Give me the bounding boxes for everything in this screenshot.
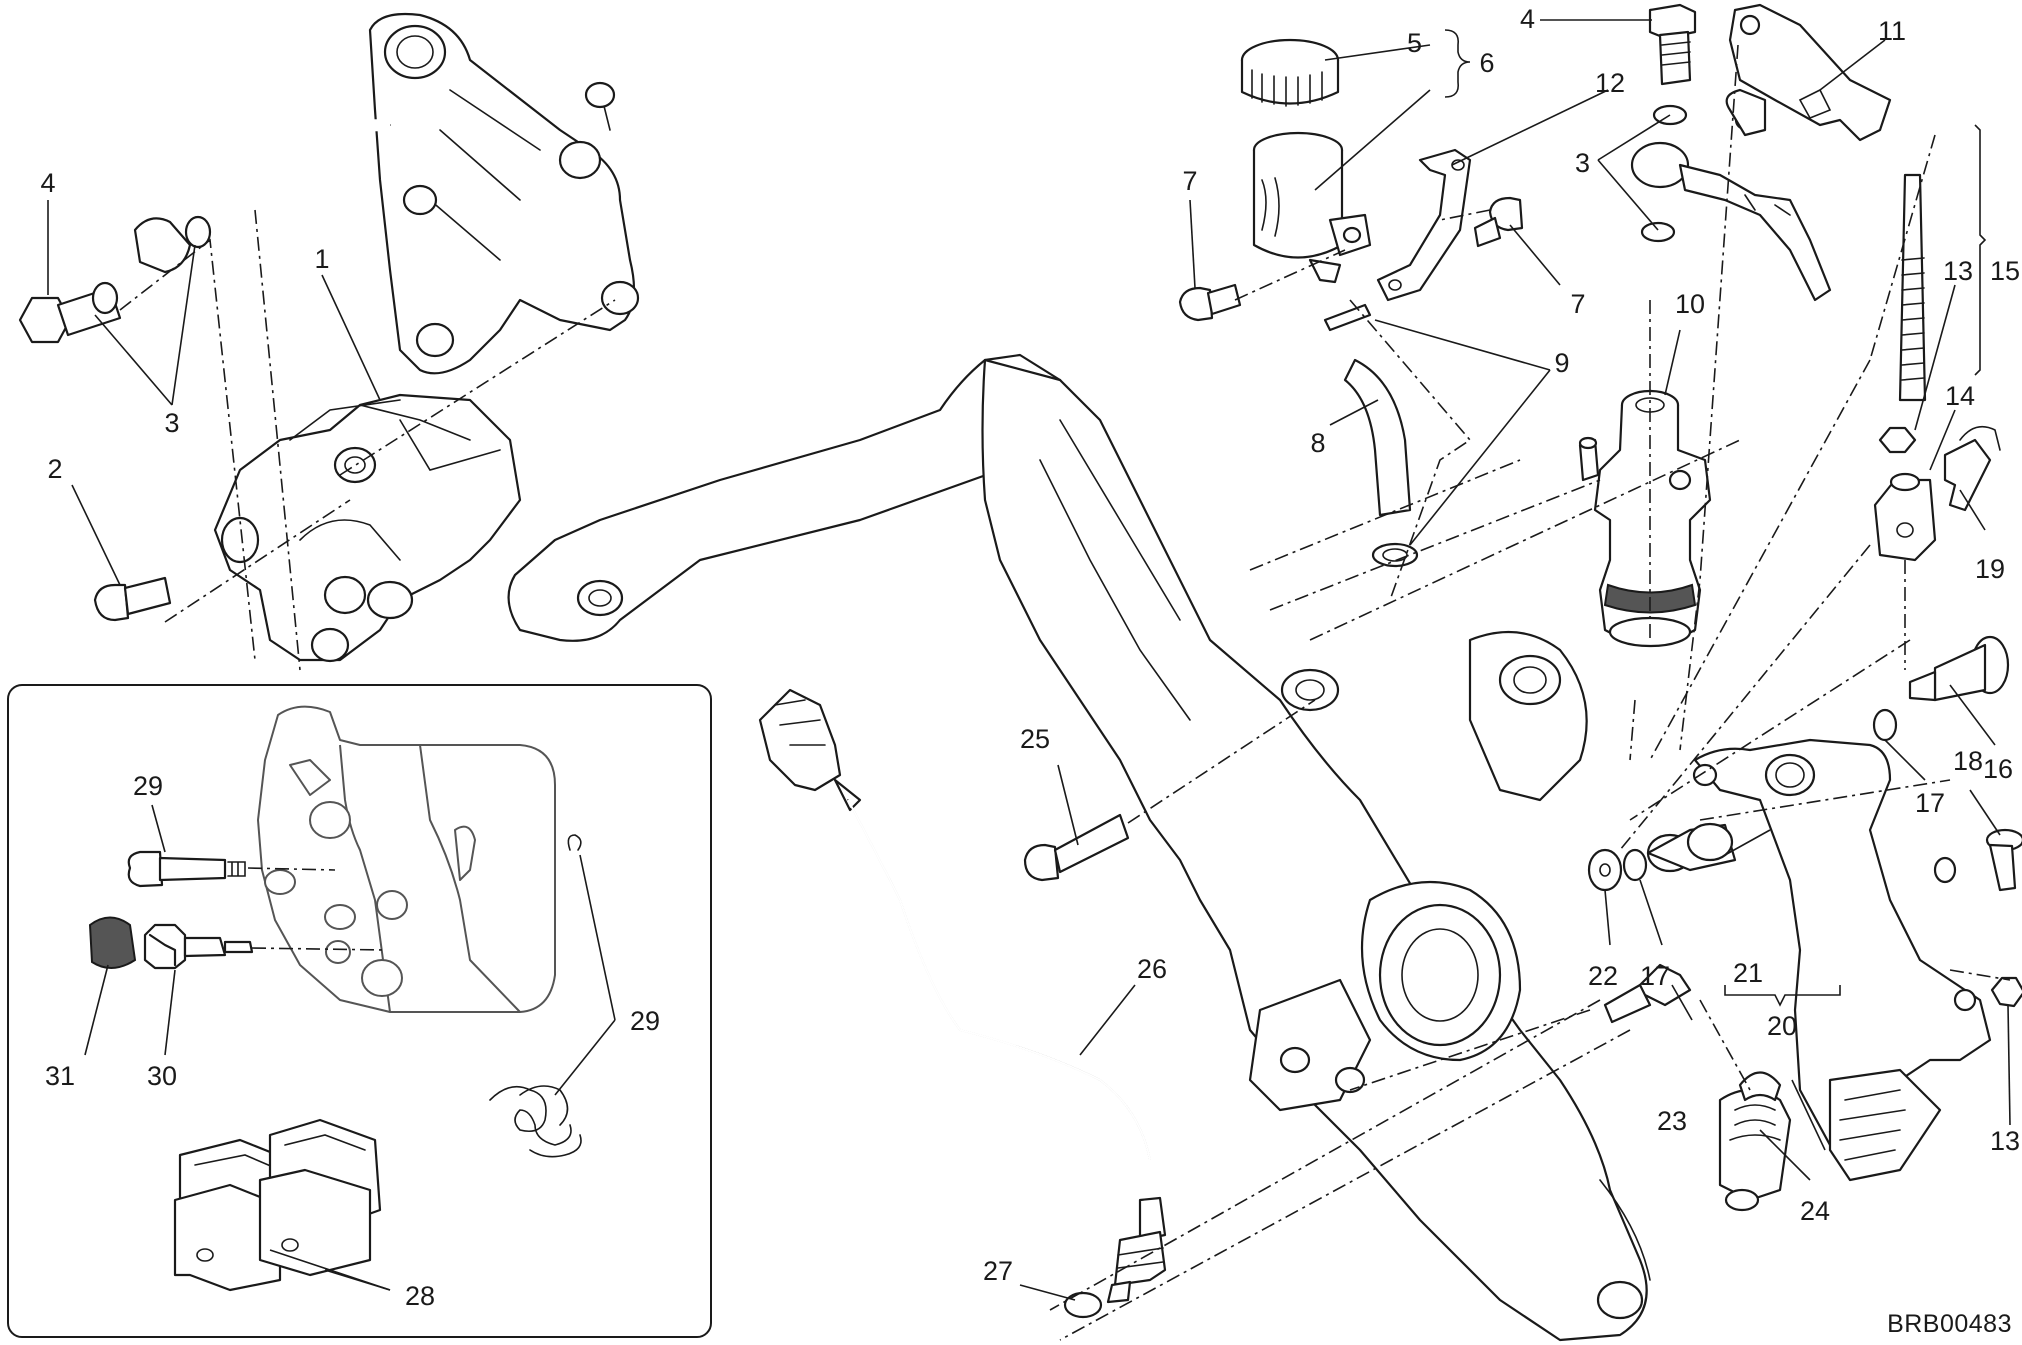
inset-leader-lines	[84, 804, 616, 1291]
caliper-bolt	[93, 576, 172, 622]
callout-label: 11	[1878, 16, 1906, 46]
callout-label: 17	[1640, 961, 1670, 991]
reservoir-screw-left	[1178, 283, 1242, 322]
callout-label: 12	[1595, 68, 1625, 98]
callout-label: 30	[147, 1061, 177, 1091]
callout-label: 6	[1479, 48, 1494, 78]
brace-20	[1724, 985, 1841, 1007]
brake-pedal	[1692, 738, 1992, 1182]
callout-label: 10	[1675, 289, 1705, 319]
callout-label: 14	[1945, 381, 1975, 411]
pedal-pivot-bolt	[1908, 635, 2010, 702]
reservoir-bracket	[1376, 148, 1472, 302]
callout-label: 3	[1575, 148, 1590, 178]
callout-label: 21	[1733, 958, 1763, 988]
callout-label: 19	[1975, 554, 2005, 584]
rear-brake-caliper	[213, 393, 522, 663]
speed-sensor	[758, 688, 1167, 1304]
clevis-pin-clip	[1943, 425, 2001, 512]
brake-fluid-reservoir	[1252, 131, 1372, 284]
swingarm	[507, 353, 1651, 1342]
assembly-lines	[119, 44, 2011, 1341]
rear-master-cylinder	[1578, 389, 1712, 648]
brace-15	[1974, 124, 1987, 376]
callout-label: 1	[314, 244, 329, 274]
caliper-bracket	[368, 12, 640, 375]
callout-label: 28	[405, 1281, 435, 1311]
detail-inset-frame	[7, 684, 712, 1338]
callout-label: 31	[45, 1061, 75, 1091]
reservoir-hose	[1343, 358, 1412, 517]
inset-assembly-lines	[247, 867, 386, 951]
callout-label: 2	[47, 454, 62, 484]
callout-label: 18	[1953, 746, 1983, 776]
callout-label: 16	[1983, 754, 2013, 784]
clevis	[1873, 472, 1937, 562]
callout-label: 13	[1943, 256, 1973, 286]
callout-label: 22	[1588, 961, 1618, 991]
callout-numbers: 1 2 3 4 5 6 7 7 8 9 10 11 12 4 3 13 15 1…	[40, 4, 2020, 1311]
callout-label: 13	[1990, 1126, 2020, 1156]
callout-label: 29	[133, 771, 163, 801]
pedal-pin	[1985, 828, 2022, 892]
callout-label: 4	[1520, 4, 1535, 34]
callout-label: 24	[1800, 1196, 1830, 1226]
pad-pin	[127, 850, 246, 888]
callout-label: 7	[1182, 166, 1197, 196]
inset-caliper	[257, 705, 556, 1013]
stop-light-switch	[1603, 963, 1692, 1024]
reservoir-screw-right	[1473, 196, 1524, 248]
bleed-screw-cap	[88, 916, 137, 969]
callout-label: 23	[1657, 1106, 1687, 1136]
pedal-bushing	[1646, 822, 1737, 873]
bleed-screw	[143, 923, 254, 970]
brake-pads	[173, 1118, 382, 1292]
callout-label: 4	[40, 168, 55, 198]
hose-clamp-upper	[1323, 303, 1372, 332]
callout-label: 25	[1020, 724, 1050, 754]
callout-label: 3	[164, 408, 179, 438]
reservoir-cap	[1240, 38, 1340, 107]
callout-label: 29	[630, 1006, 660, 1036]
brace-6	[1444, 29, 1471, 98]
hose-clamp-lower	[1371, 542, 1419, 568]
callout-label: 27	[983, 1256, 1013, 1286]
rod-nut	[1878, 426, 1917, 454]
banjo-fitting	[1630, 141, 1832, 302]
callout-label: 26	[1137, 954, 1167, 984]
callout-label: 9	[1554, 348, 1569, 378]
return-spring	[1718, 1071, 1792, 1212]
callout-label: 15	[1990, 256, 2020, 286]
drawing-code: BRB00483	[1887, 1310, 2012, 1338]
callout-label: 20	[1767, 1011, 1797, 1041]
banjo-bolt-right	[1648, 3, 1697, 86]
callout-label: 7	[1570, 289, 1585, 319]
callout-label: 17	[1915, 788, 1945, 818]
swingarm-bolt	[1023, 813, 1130, 882]
leader-lines	[47, 19, 2011, 1301]
callout-label: 8	[1310, 428, 1325, 458]
callout-label: 5	[1407, 28, 1422, 58]
push-rod	[1898, 173, 1927, 402]
